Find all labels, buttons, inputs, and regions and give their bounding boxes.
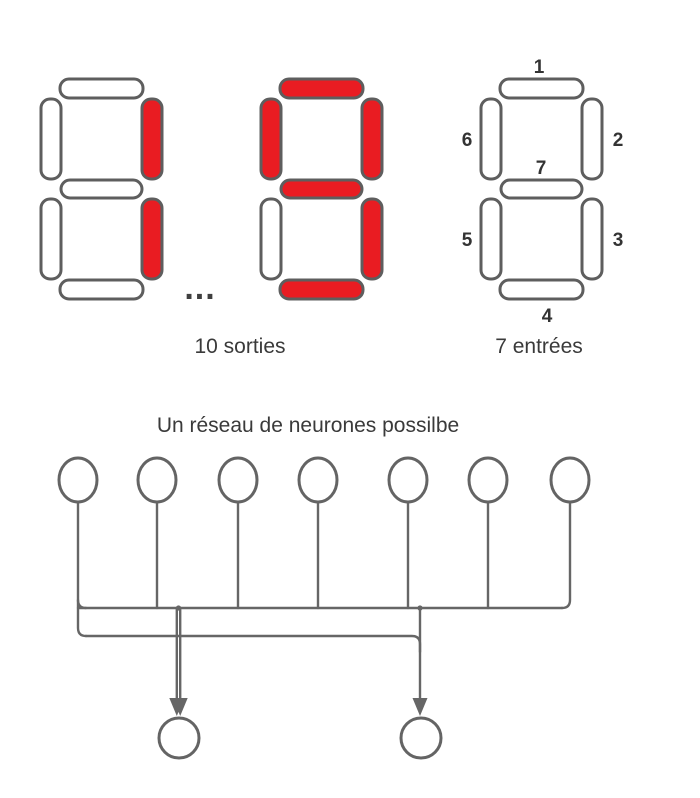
output-neuron-1 <box>157 716 201 760</box>
segment-top_right-on <box>360 97 384 181</box>
arrowhead-output-2 <box>412 698 428 716</box>
network-title: Un réseau de neurones possilbe <box>157 414 459 437</box>
segment-number-label-top_left: 6 <box>462 130 473 151</box>
segment-bottom_right-on <box>360 197 384 281</box>
segment-bottom_right-on <box>140 197 164 281</box>
segment-number-label-bottom_right: 3 <box>613 230 624 251</box>
segment-number-label-bottom_left: 5 <box>462 230 473 251</box>
segment-number-label-top_right: 2 <box>613 130 624 151</box>
segment-top_left-on <box>259 97 283 181</box>
neural-network-group <box>57 456 591 760</box>
segment-number-label-top: 1 <box>534 57 545 78</box>
captions-group: ... 10 sorties 7 entrées Un réseau de ne… <box>157 269 583 437</box>
seven-segment-displays-group: 1 6 2 7 5 3 4 <box>39 57 624 327</box>
segment-bottom-off <box>58 278 145 301</box>
segment-top_left-off <box>479 97 503 181</box>
segment-top_left-off <box>39 97 63 181</box>
input-drop-wire-to-bus2 <box>76 500 88 638</box>
segment-top_right-off <box>580 97 604 181</box>
segment-bottom_right-off <box>580 197 604 281</box>
segment-bottom_left-off <box>479 197 503 281</box>
segment-number-label-middle: 7 <box>536 158 547 179</box>
segment-bottom_left-off <box>39 197 63 281</box>
bus-junction-dot <box>417 605 423 611</box>
segment-bottom_left-off <box>259 197 283 281</box>
segment-middle-off <box>499 178 584 200</box>
input-neuron-3 <box>217 456 259 504</box>
caption-outputs: 10 sorties <box>194 335 285 358</box>
input-neuron-5 <box>387 456 429 504</box>
segment-top-off <box>498 77 585 100</box>
input-neuron-4 <box>297 456 339 504</box>
output-neuron-2 <box>399 716 443 760</box>
segment-top_right-on <box>140 97 164 181</box>
seven-segment-display-segment-numbering: 1 6 2 7 5 3 4 <box>462 57 624 327</box>
segment-number-label-bottom: 4 <box>542 306 553 327</box>
segment-top-on <box>278 77 365 100</box>
segment-bottom-off <box>498 278 585 301</box>
bus2-wire <box>84 634 422 654</box>
segment-middle-off <box>59 178 144 200</box>
bus-junction-dot <box>175 605 182 611</box>
segment-top-off <box>58 77 145 100</box>
ellipsis-between-digits: ... <box>184 269 215 307</box>
segment-bottom-on <box>278 278 365 301</box>
input-neuron-6 <box>467 456 509 504</box>
caption-inputs: 7 entrées <box>495 335 583 358</box>
seven-segment-display-digit-1-example <box>39 77 164 301</box>
input-neuron-2 <box>136 456 178 504</box>
input-drop-wire-into-bus1 <box>560 500 572 610</box>
input-neuron-7 <box>549 456 591 504</box>
arrowhead-output-1 <box>172 698 188 716</box>
input-neuron-1 <box>57 456 99 504</box>
seven-segment-display-digit-9-example <box>259 77 384 301</box>
segment-middle-on <box>279 178 364 200</box>
